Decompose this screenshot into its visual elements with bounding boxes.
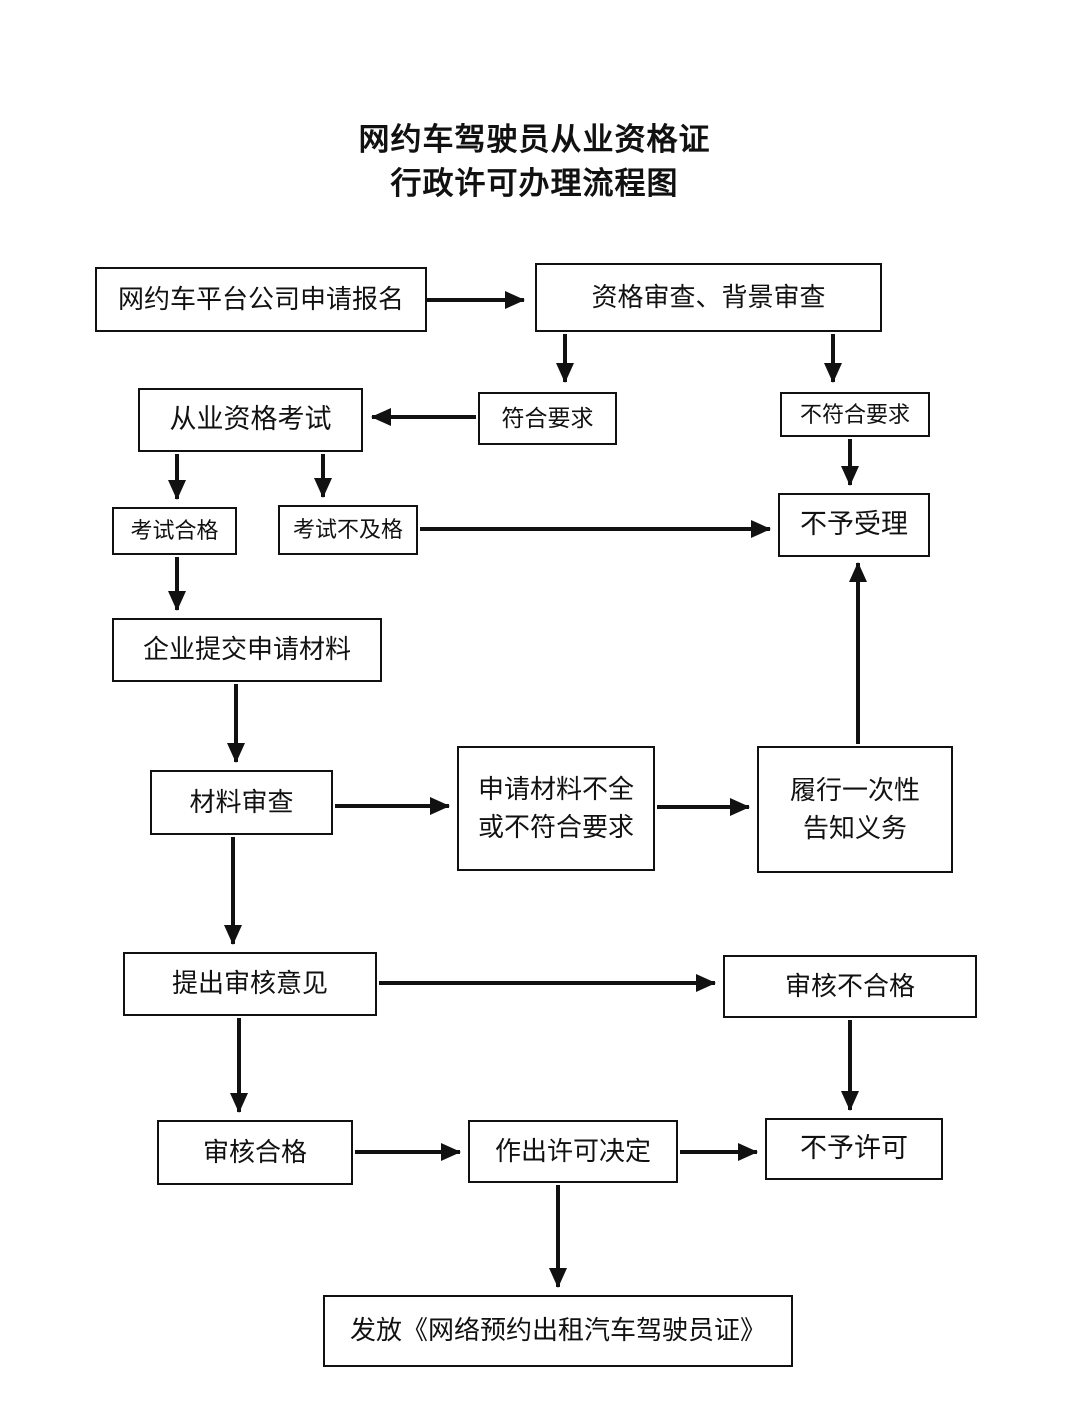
page-title-line2: 行政许可办理流程图 <box>390 166 679 201</box>
page-title-line1: 网约车驾驶员从业资格证 <box>358 122 711 157</box>
node-exam: 从业资格考试 <box>138 388 363 452</box>
node-apply: 网约车平台公司申请报名 <box>95 267 427 332</box>
node-incomplete-materials: 申请材料不全 或不符合要求 <box>457 746 655 871</box>
node-review-fail: 审核不合格 <box>723 955 977 1018</box>
node-review-opinion: 提出审核意见 <box>123 952 377 1016</box>
node-material-review: 材料审查 <box>150 770 333 835</box>
node-exam-pass: 考试合格 <box>112 507 237 555</box>
node-no-license: 不予许可 <box>765 1118 943 1180</box>
node-review-pass: 审核合格 <box>157 1120 353 1185</box>
node-issue-certificate: 发放《网络预约出租汽车驾驶员证》 <box>323 1295 793 1367</box>
node-inform-obligation: 履行一次性 告知义务 <box>757 746 953 873</box>
node-not-meets-requirements: 不符合要求 <box>780 392 930 437</box>
node-submit-materials: 企业提交申请材料 <box>112 618 382 682</box>
page-title: 网约车驾驶员从业资格证 行政许可办理流程图 <box>0 118 1069 206</box>
node-meets-requirements: 符合要求 <box>478 392 617 445</box>
node-license-decision: 作出许可决定 <box>468 1120 678 1183</box>
node-not-accepted: 不予受理 <box>778 493 930 557</box>
node-qualification-check: 资格审查、背景审查 <box>535 263 882 332</box>
node-exam-fail: 考试不及格 <box>278 505 418 555</box>
